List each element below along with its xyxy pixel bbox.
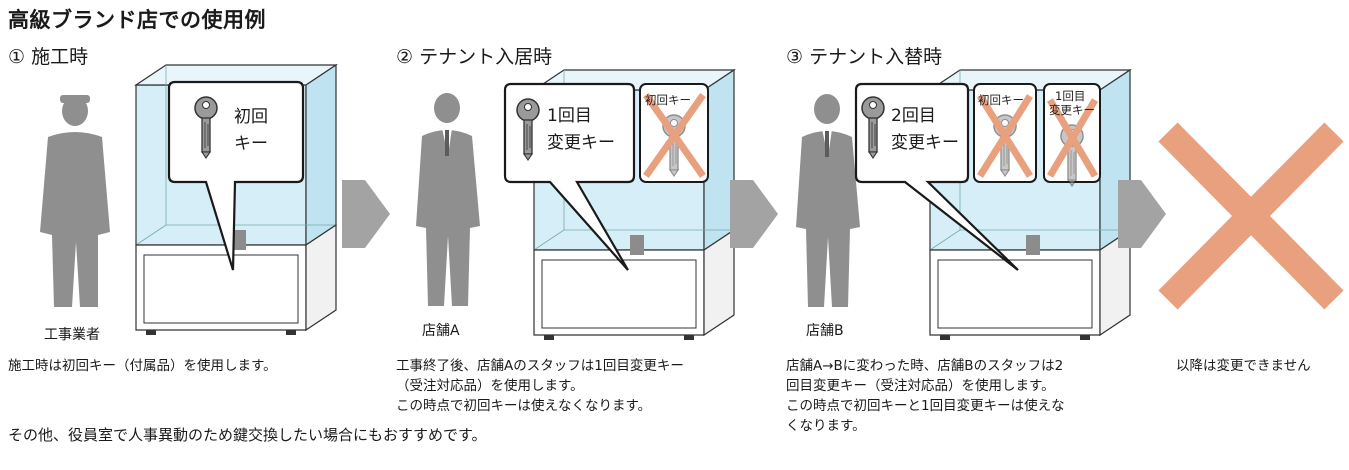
- step1-key-label: 初回 キー: [234, 107, 268, 154]
- step1-description: 施工時は初回キー（付属品）を使用します。: [8, 358, 277, 374]
- no-more-changes-cross: [1158, 122, 1344, 310]
- step2-cancelled-key-label: 初回キー: [645, 93, 691, 107]
- step2-description: 工事終了後、店舗Aのスタッフは1回目変更キー （受注対応品）を使用します。 この…: [396, 358, 684, 414]
- arrow-step1-to-step2: [342, 180, 390, 248]
- step3-description: 店舗A→Bに変わった時、店舗Bのスタッフは2 回目変更キー（受注対応品）を使用し…: [786, 358, 1065, 434]
- step4-description: 以降は変更できません: [1176, 358, 1311, 374]
- step1-heading: ① 施工時: [8, 46, 89, 68]
- footer-note: その他、役員室で人事異動のため鍵交換したい場合にもおすすめです。: [8, 426, 487, 444]
- step1-person-label: 工事業者: [44, 327, 100, 343]
- page-title: 高級ブランド店での使用例: [8, 8, 266, 32]
- step3-cancelled-key-label-2: 1回目 変更キー: [1049, 89, 1095, 117]
- arrow-step3-to-step4: [1118, 180, 1166, 248]
- step3-cancelled-key-label-1: 初回キー: [978, 93, 1024, 107]
- step2-key-label: 1回目 変更キー: [547, 106, 615, 153]
- step2-person-label: 店舗A: [422, 323, 460, 339]
- arrow-step2-to-step3: [730, 180, 778, 248]
- step2-heading: ② テナント入居時: [396, 46, 553, 68]
- step3-key-label: 2回目 変更キー: [891, 106, 959, 153]
- step3-person-label: 店舗B: [806, 323, 844, 339]
- step3-heading: ③ テナント入替時: [786, 46, 943, 68]
